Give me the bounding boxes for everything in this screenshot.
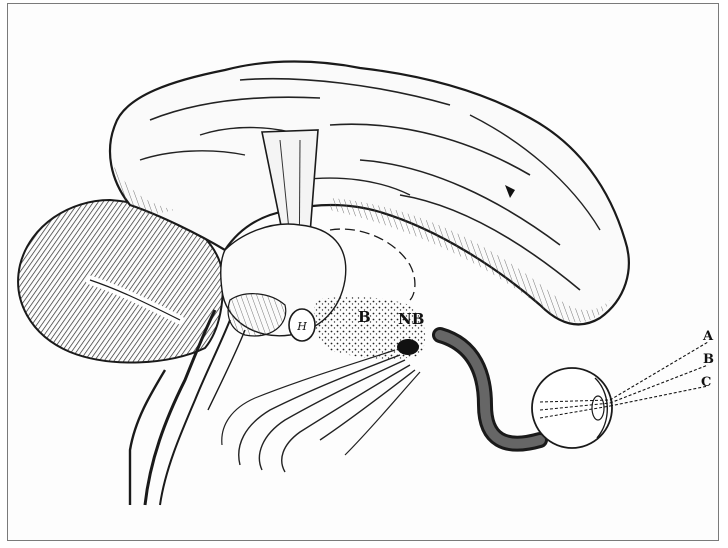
label-nb: NB (398, 310, 424, 328)
label-ray-c: C (701, 375, 711, 390)
nucleus-dark-spot (397, 339, 419, 355)
label-h: H (296, 320, 307, 333)
fibre-bundle (222, 350, 420, 472)
light-rays: A B C (610, 329, 714, 406)
label-ray-b: B (703, 352, 714, 367)
label-ray-a: A (702, 329, 714, 344)
label-b: B (358, 308, 371, 326)
optic-nerve (440, 335, 540, 444)
eye (532, 368, 612, 448)
pineal-body: H (289, 309, 315, 341)
